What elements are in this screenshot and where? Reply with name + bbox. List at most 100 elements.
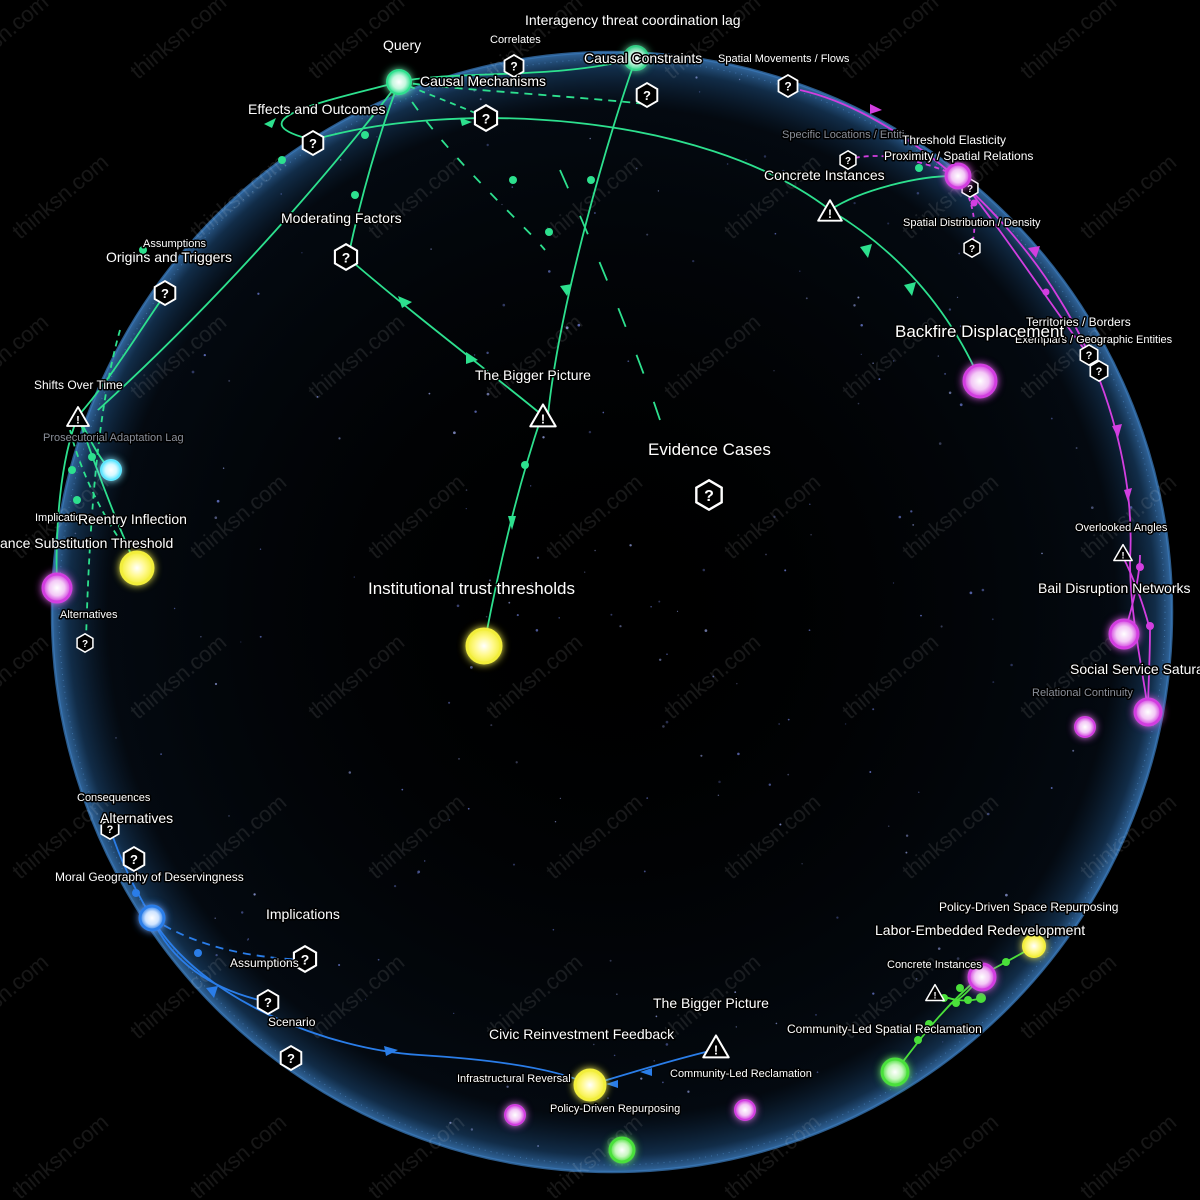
node-relational-continuity[interactable] — [1074, 716, 1096, 738]
star — [872, 992, 875, 995]
star — [479, 98, 482, 101]
star — [969, 591, 973, 595]
star — [503, 1030, 506, 1033]
star — [787, 773, 790, 776]
question-hexagon-icon[interactable] — [333, 243, 359, 271]
label-scenario: Scenario — [268, 1015, 316, 1029]
question-hexagon-icon[interactable] — [256, 989, 280, 1015]
star — [640, 1077, 643, 1080]
star — [594, 549, 596, 552]
star — [377, 958, 380, 961]
node-reentry-inflection[interactable] — [119, 550, 155, 586]
question-hexagon-icon[interactable] — [777, 74, 799, 98]
star — [456, 604, 460, 608]
star — [430, 248, 432, 250]
star — [650, 606, 652, 608]
star — [915, 978, 918, 980]
star — [872, 708, 875, 711]
question-hexagon-icon[interactable] — [963, 238, 981, 258]
question-hexagon-icon[interactable] — [473, 104, 499, 132]
label-consequences: Consequences — [77, 792, 151, 804]
star — [735, 1026, 737, 1028]
question-hexagon-icon[interactable] — [279, 1045, 303, 1071]
sphere-shell — [52, 52, 1172, 1172]
question-hexagon-icon[interactable] — [301, 130, 325, 156]
node-moral-geography[interactable] — [138, 904, 166, 932]
question-hexagon-icon[interactable] — [695, 479, 723, 511]
label-shifts-over-time: Shifts Over Time — [34, 378, 123, 392]
label-exemplars: Exemplars / Geographic Entities — [1015, 334, 1173, 346]
star — [665, 720, 669, 724]
star — [246, 939, 249, 941]
node-community-spatial[interactable] — [880, 1057, 910, 1087]
label-threshold-elasticity: Threshold Elasticity — [902, 133, 1006, 147]
star — [717, 794, 720, 797]
node-concrete-instances-bottom[interactable] — [967, 962, 997, 992]
edge-markers-magenta — [870, 104, 1154, 630]
node-causal-constraints[interactable] — [623, 45, 649, 71]
node-civic-reinvestment[interactable] — [573, 1068, 607, 1102]
star — [506, 1085, 509, 1088]
question-hexagon-icon[interactable] — [1089, 360, 1109, 382]
node-policy-repurposing-left[interactable] — [504, 1104, 526, 1126]
star — [376, 136, 378, 138]
star — [473, 354, 476, 356]
star — [542, 436, 545, 439]
star — [958, 252, 961, 255]
question-hexagon-icon[interactable] — [153, 280, 177, 306]
star — [417, 870, 421, 874]
star — [87, 614, 90, 617]
star — [734, 991, 737, 993]
node-proximity[interactable] — [944, 162, 972, 190]
star — [698, 91, 701, 93]
node-institutional-trust[interactable] — [465, 627, 503, 665]
star — [486, 143, 489, 147]
question-hexagon-icon[interactable] — [122, 846, 146, 872]
star — [685, 443, 688, 446]
question-hexagon-icon[interactable] — [76, 633, 94, 653]
star — [653, 1060, 655, 1062]
star — [718, 780, 721, 784]
watermark-text: thinksn.com — [1075, 1109, 1181, 1200]
star — [665, 1043, 669, 1046]
star — [987, 812, 990, 816]
sphere-rim — [50, 50, 1174, 1174]
star — [470, 666, 473, 669]
star — [613, 1054, 616, 1057]
star — [515, 761, 518, 764]
star — [222, 467, 225, 469]
star — [501, 203, 503, 206]
warning-triangle-icon[interactable] — [66, 406, 90, 428]
star — [619, 625, 622, 628]
node-backfire-displacement[interactable] — [962, 363, 998, 399]
node-social-service[interactable] — [1133, 697, 1163, 727]
star — [892, 360, 895, 362]
star — [240, 911, 244, 914]
node-policy-repurposing-right[interactable] — [734, 1099, 756, 1121]
watermark-text: thinksn.com — [7, 149, 113, 244]
star — [490, 724, 493, 727]
node-labor-embedded[interactable] — [1022, 934, 1046, 958]
star — [577, 323, 581, 327]
label-moderating-factors: Moderating Factors — [281, 210, 402, 226]
star — [765, 553, 767, 556]
node-bail-disruption[interactable] — [1108, 618, 1140, 650]
question-hexagon-icon[interactable] — [635, 82, 659, 108]
star — [763, 155, 767, 158]
star — [775, 1022, 778, 1025]
label-query: Query — [383, 37, 421, 53]
star — [887, 825, 890, 827]
question-hexagon-icon[interactable] — [1079, 344, 1099, 366]
star — [423, 860, 426, 862]
node-bottom-lime[interactable] — [608, 1136, 636, 1164]
label-reentry-inflection: Reentry Inflection — [78, 511, 187, 527]
node-prosecutorial-lag[interactable] — [100, 459, 122, 481]
star — [956, 957, 960, 960]
node-query[interactable] — [386, 69, 412, 95]
label-backfire-displacement: Backfire Displacement — [895, 322, 1064, 341]
star — [486, 392, 490, 396]
label-territories: Territories / Borders — [1026, 315, 1131, 329]
node-substitution-threshold[interactable] — [41, 572, 73, 604]
star — [778, 723, 780, 725]
